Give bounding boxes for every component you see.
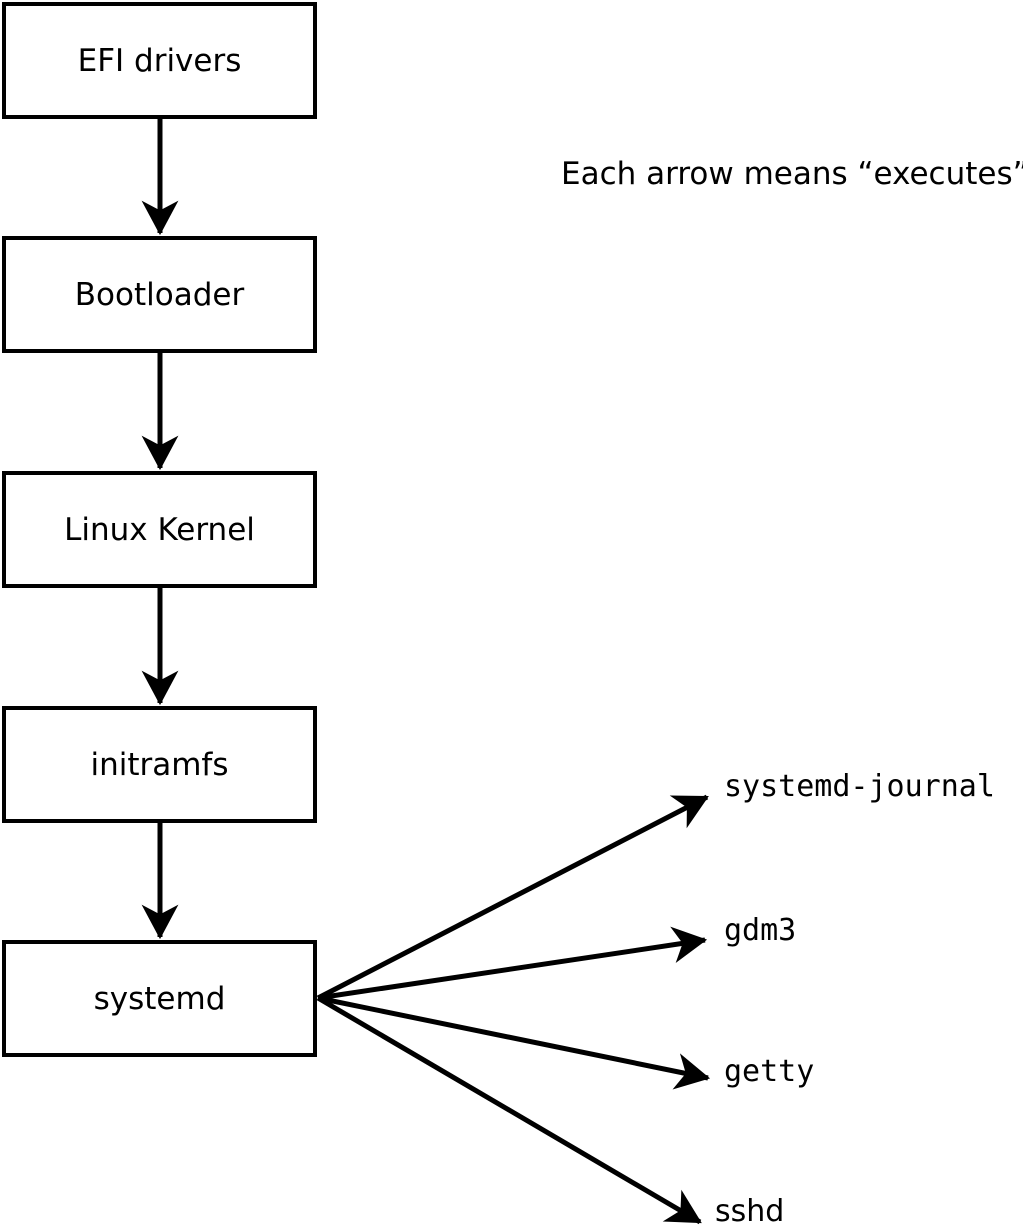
arrow-systemd-to-sshd (316, 995, 702, 1225)
arrow-systemd-to-getty (317, 995, 711, 1090)
node-linux-kernel-label: Linux Kernel (64, 511, 255, 548)
process-label-gdm3: gdm3 (724, 913, 797, 948)
process-label-sshd: sshd (715, 1194, 785, 1229)
node-initramfs-label: initramfs (90, 746, 229, 783)
node-initramfs: initramfs (2, 706, 317, 823)
process-label-systemd-journal: systemd-journal (724, 769, 995, 804)
node-systemd-label: systemd (93, 980, 226, 1017)
process-label-getty: getty (724, 1054, 815, 1089)
node-bootloader-label: Bootloader (74, 276, 245, 313)
node-efi-drivers-label: EFI drivers (77, 42, 242, 79)
arrow-systemd-to-gdm3 (317, 926, 708, 1001)
arrow-systemd-to-journal (316, 794, 709, 1001)
node-efi-drivers: EFI drivers (2, 2, 317, 119)
node-systemd: systemd (2, 940, 317, 1057)
arrow-legend-note: Each arrow means “executes”. (561, 156, 1023, 192)
node-linux-kernel: Linux Kernel (2, 471, 317, 588)
node-bootloader: Bootloader (2, 236, 317, 353)
